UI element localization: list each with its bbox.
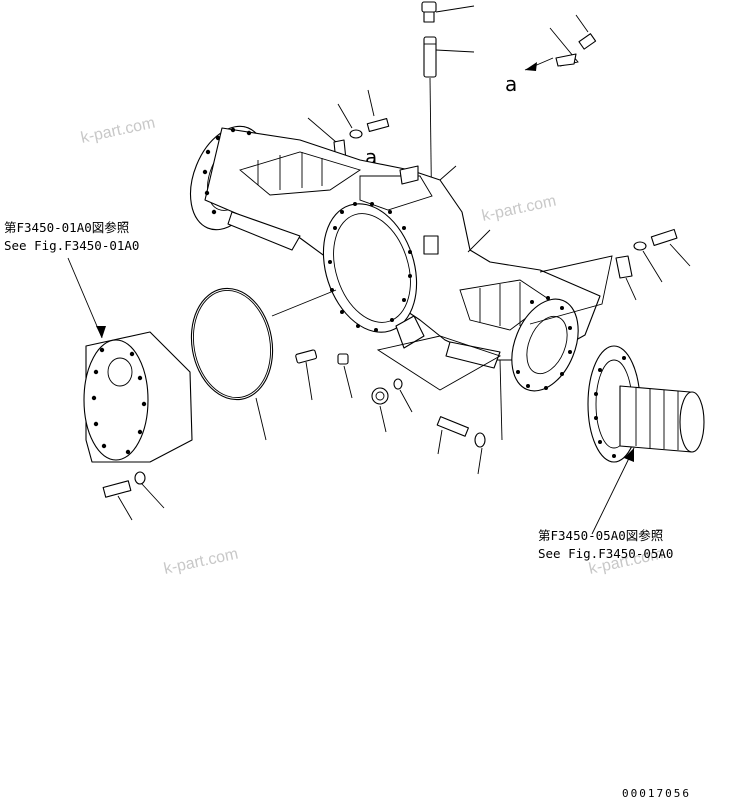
right-bracket-group	[529, 228, 691, 325]
o-ring-large	[190, 287, 337, 441]
watermark: k-part.com	[480, 193, 557, 225]
flange-bolt-holes	[202, 127, 572, 390]
reference-right-jp: 第F3450-05A0図参照	[538, 528, 663, 543]
top-cap-bolt	[421, 1, 475, 23]
final-drive-left	[67, 257, 193, 463]
watermark: k-part.com	[162, 546, 239, 578]
view-a-bolt-top: a	[505, 14, 597, 96]
document-number: 00017056	[622, 787, 691, 800]
final-drive-bolt	[102, 471, 165, 521]
reference-right-en: See Fig.F3450-05A0	[538, 546, 673, 561]
hub-right	[587, 345, 705, 535]
view-letter-a: a	[505, 72, 517, 96]
reference-left-jp: 第F3450-01A0図参照	[4, 220, 129, 235]
lower-hardware	[295, 335, 503, 475]
watermark: k-part.com	[79, 115, 156, 147]
reference-left-en: See Fig.F3450-01A0	[4, 238, 139, 253]
